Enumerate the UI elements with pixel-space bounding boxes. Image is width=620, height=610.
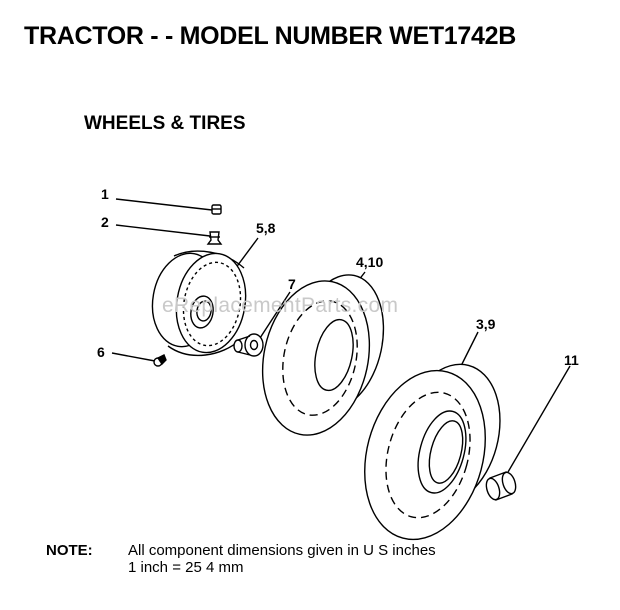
callout-label-5-8: 5,8 — [256, 220, 276, 236]
note-label: NOTE: — [46, 542, 93, 559]
wheel-rim-part — [151, 250, 247, 357]
leader-7 — [259, 291, 291, 339]
leader-6 — [111, 352, 156, 362]
leader-11 — [507, 365, 571, 473]
leader-lines — [111, 198, 571, 473]
watermark-text: eReplacementParts.com — [162, 294, 399, 317]
front-tire-part — [261, 274, 385, 436]
callout-label-3-9: 3,9 — [476, 316, 496, 332]
leader-1 — [115, 198, 213, 211]
callout-label-7: 7 — [288, 276, 296, 292]
valve-cap-part — [211, 204, 222, 215]
cap-part — [485, 471, 517, 501]
callout-label-6: 6 — [97, 344, 105, 360]
note-line-2: 1 inch = 25 4 mm — [128, 559, 244, 576]
callout-label-1: 1 — [101, 186, 109, 202]
fitting-part — [153, 354, 167, 367]
page-title: TRACTOR - - MODEL NUMBER WET1742B — [24, 22, 516, 50]
callout-label-11: 11 — [564, 352, 579, 368]
bushing-part — [233, 333, 264, 357]
note-line-1: All component dimensions given in U S in… — [128, 542, 436, 559]
rear-tire-part — [364, 363, 501, 541]
leader-3-9 — [459, 331, 479, 369]
callout-label-4-10: 4,10 — [356, 254, 384, 270]
callout-label-2: 2 — [101, 214, 109, 230]
leader-2 — [115, 224, 211, 237]
valve-stem-part — [206, 231, 223, 245]
section-title: WHEELS & TIRES — [84, 113, 246, 134]
